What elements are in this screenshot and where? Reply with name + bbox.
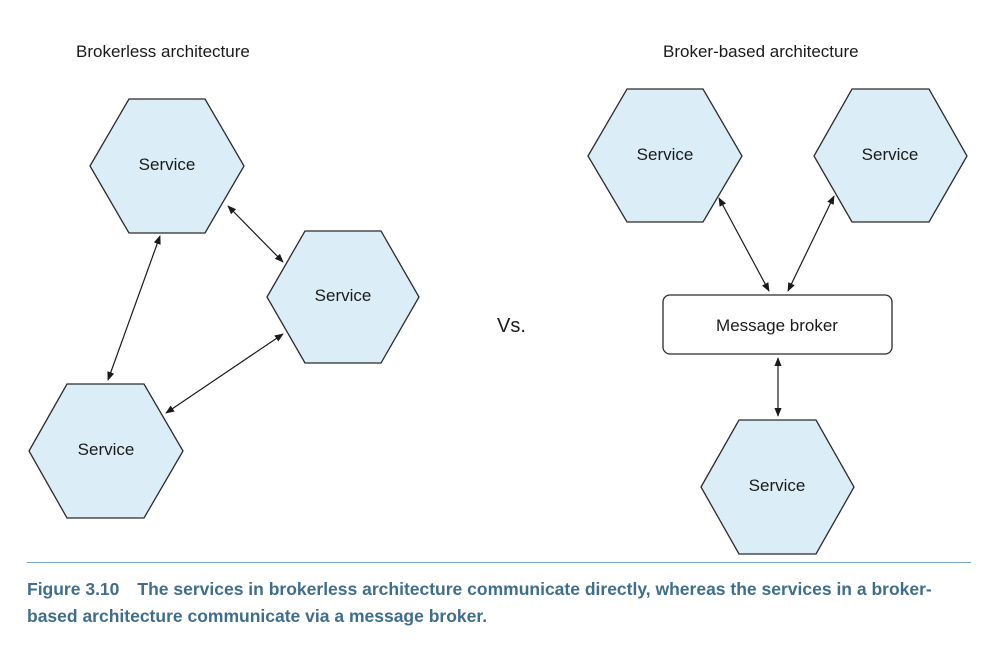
figure-caption-text: The services in brokerless architecture … — [27, 579, 932, 626]
service-node-middle-right: Service — [266, 230, 420, 364]
direct-connection-arrow — [165, 333, 284, 414]
service-label: Service — [749, 476, 806, 495]
service-node-bottom-left: Service — [28, 383, 184, 519]
broker-based-title: Broker-based architecture — [663, 42, 859, 61]
direct-connection-arrow — [227, 205, 284, 263]
service-label: Service — [315, 286, 372, 305]
service-label: Service — [78, 440, 135, 459]
brokerless-title: Brokerless architecture — [76, 42, 250, 61]
service-node-top-left: Service — [89, 98, 245, 234]
vs-label: Vs. — [497, 315, 526, 337]
architecture-diagram: Brokerless architecture Broker-based arc… — [28, 42, 968, 555]
service-node-broker-top-left: Service — [587, 88, 743, 223]
message-broker-label: Message broker — [716, 316, 838, 335]
direct-connection-arrow — [107, 235, 161, 381]
message-broker-node: Message broker — [662, 294, 893, 355]
service-label: Service — [637, 145, 694, 164]
broker-connection-arrow — [787, 195, 835, 292]
figure-number: Figure 3.10 — [27, 579, 120, 599]
caption-divider — [27, 562, 971, 563]
service-node-broker-top-right: Service — [813, 88, 968, 223]
service-node-broker-bottom: Service — [700, 419, 855, 555]
service-label: Service — [139, 155, 196, 174]
service-label: Service — [862, 145, 919, 164]
broker-connection-arrow — [718, 197, 770, 292]
